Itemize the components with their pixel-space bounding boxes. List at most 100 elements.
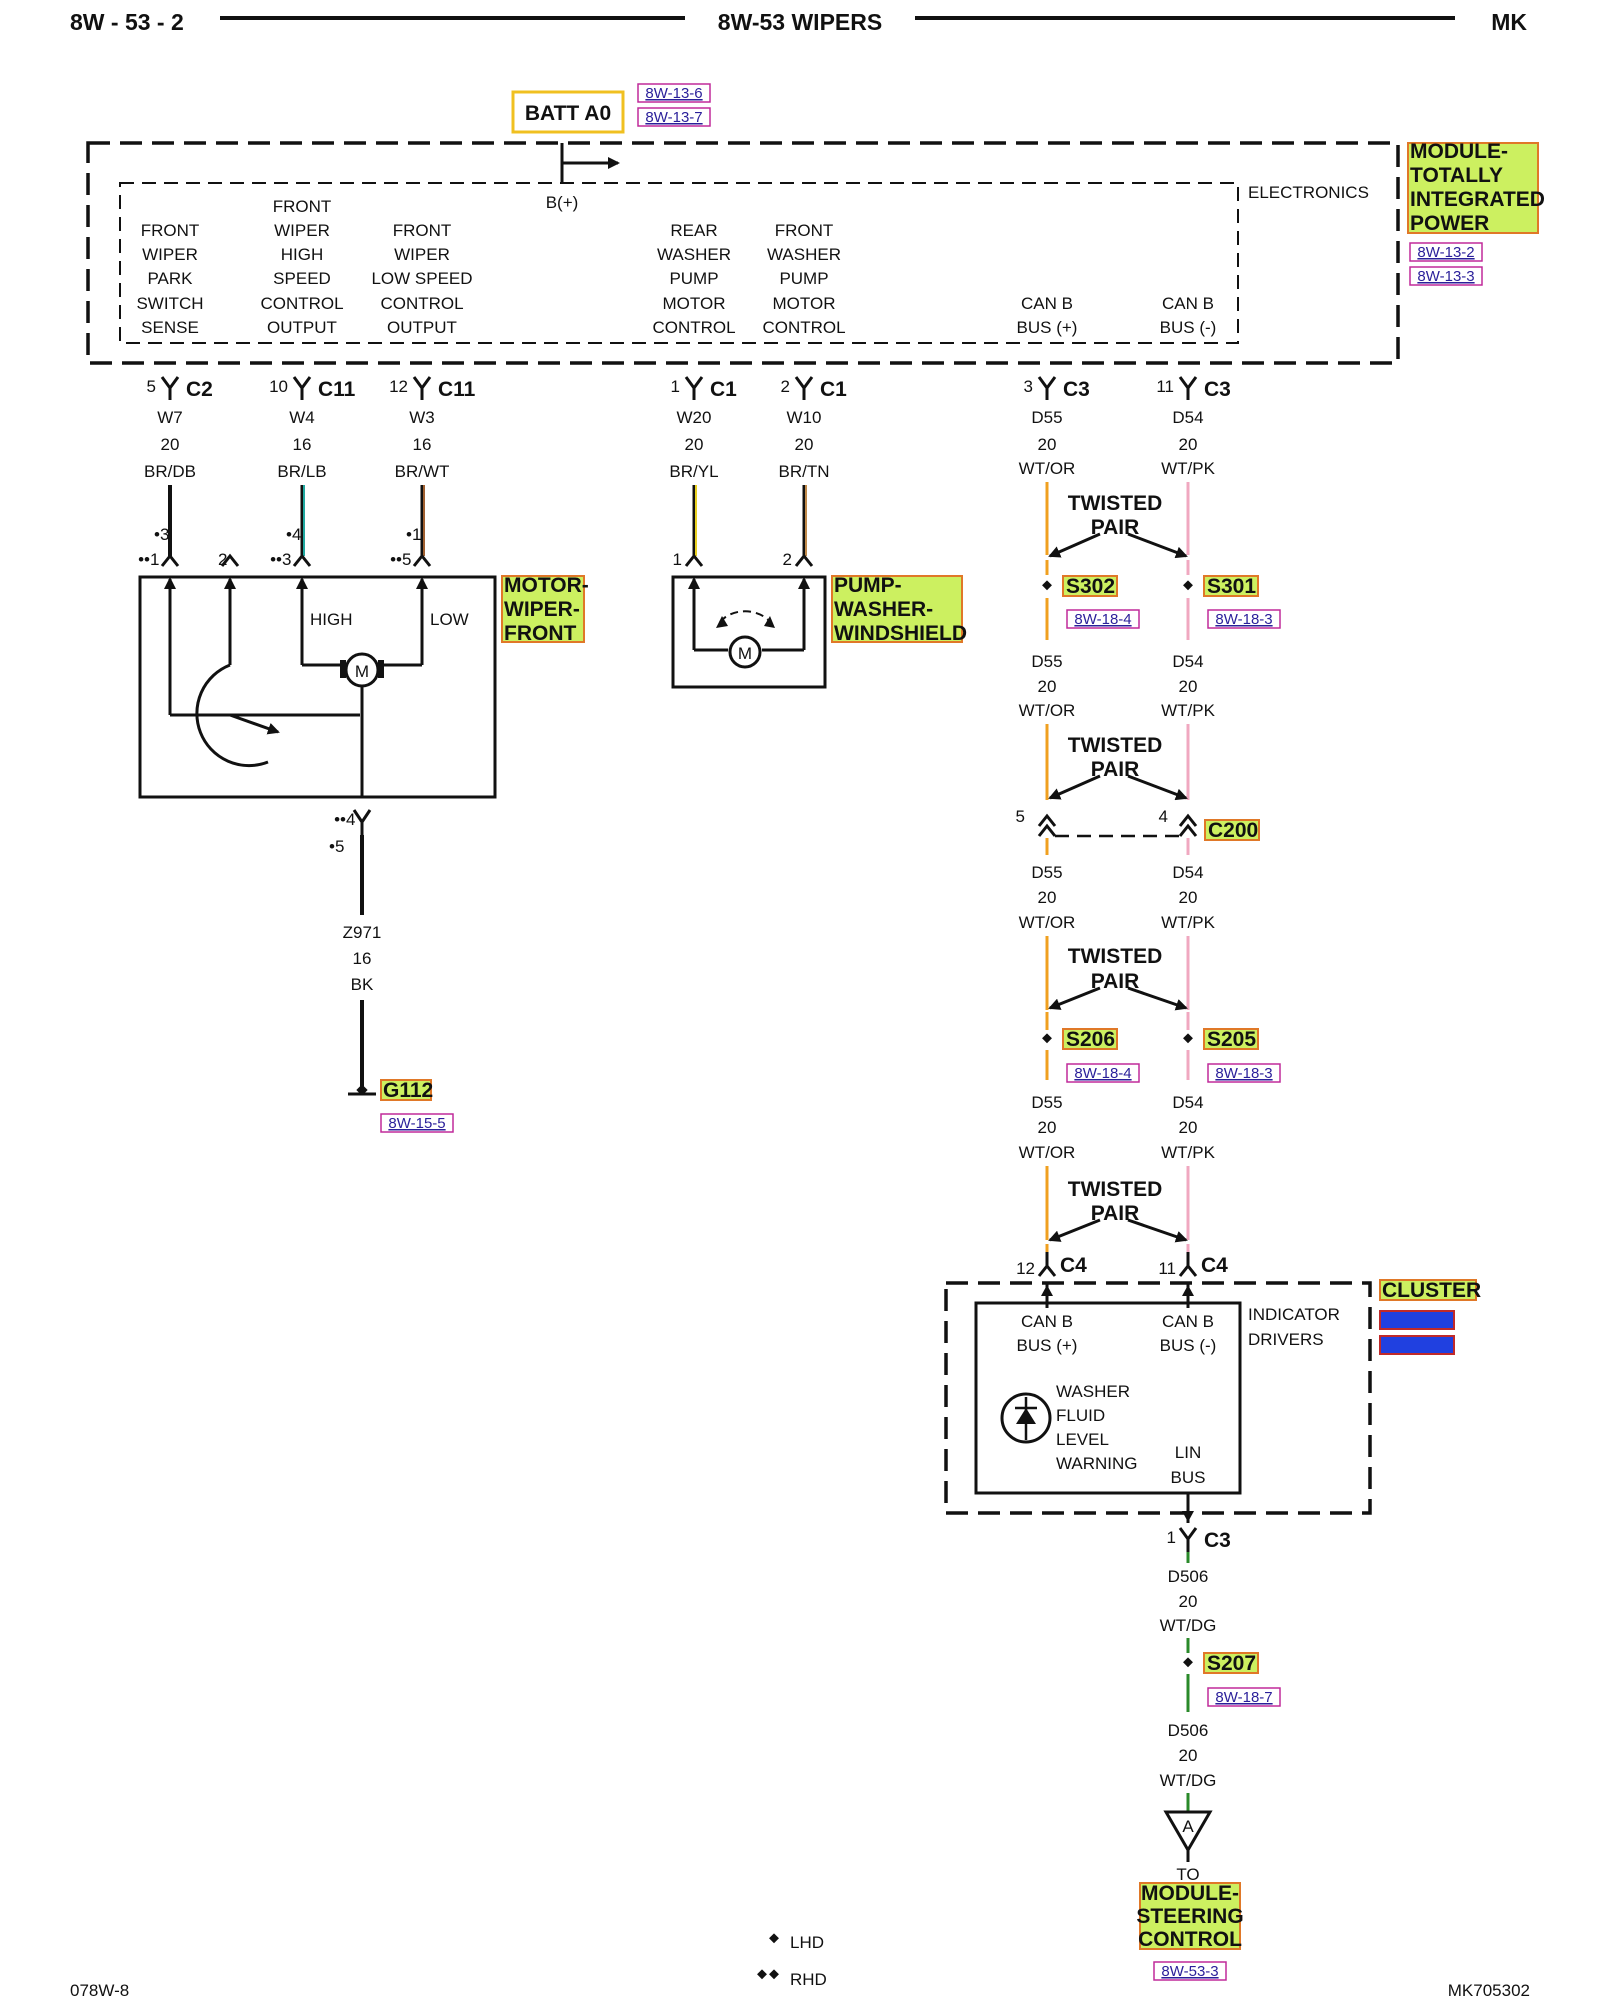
wire-color: WT/OR xyxy=(1019,459,1076,478)
func-label-line: SPEED xyxy=(273,269,331,288)
wire-color: BR/LB xyxy=(277,462,326,481)
splice-s301-ref-box[interactable] xyxy=(1207,609,1281,629)
ground-wire-color: BK xyxy=(351,975,374,994)
connector-c4-pin12[interactable]: 12 C4 xyxy=(1016,1244,1087,1278)
pin-number: 4 xyxy=(292,525,301,544)
cluster-indicator-line: INDICATOR xyxy=(1248,1305,1340,1324)
wire-gauge: 20 xyxy=(1179,677,1198,696)
batt-ref-box-1[interactable] xyxy=(637,83,711,103)
splice-s207-ref[interactable]: 8W-18-7 xyxy=(1215,1689,1272,1706)
wire-gauge: 20 xyxy=(1038,888,1057,907)
connector-c3-pin11[interactable]: 11 C3 xyxy=(1156,376,1231,401)
pin-number: 2 xyxy=(218,550,227,569)
destination-to: TO xyxy=(1176,1865,1199,1884)
lin-bus-line: LIN xyxy=(1175,1443,1201,1462)
connector-c11-pin12[interactable]: 12 C11 xyxy=(389,376,476,401)
destination-ref-box[interactable] xyxy=(1153,1961,1227,1981)
splice-s302-ref-box[interactable] xyxy=(1066,609,1140,629)
splice-s302-box xyxy=(1062,575,1118,597)
func-label-line: HIGH xyxy=(281,245,324,264)
splice-s302-ref[interactable]: 8W-18-4 xyxy=(1074,611,1131,628)
cluster-ref-bar-1[interactable] xyxy=(1379,1310,1455,1330)
cluster-canp-line: CAN B xyxy=(1021,1312,1073,1331)
pin-number: 3 xyxy=(160,525,169,544)
connector-label: C2 xyxy=(186,378,213,401)
motor-name-line-3: FRONT xyxy=(504,622,576,645)
washer-pump[interactable]: M xyxy=(671,575,827,689)
wire-color: WT/PK xyxy=(1161,459,1215,478)
func-label-line: WASHER xyxy=(657,245,731,264)
connector-c11-pin10[interactable]: 10 C11 xyxy=(269,376,356,401)
pin-dots: • xyxy=(286,525,292,544)
batt-ref-1[interactable]: 8W-13-6 xyxy=(645,85,702,102)
func-label-line: BUS (-) xyxy=(1160,318,1217,337)
cluster-electronics-box xyxy=(974,1301,1242,1495)
pin-dots: •• xyxy=(138,550,150,569)
func-label-line: WIPER xyxy=(274,221,330,240)
washer-warning-line: WASHER xyxy=(1056,1382,1130,1401)
legend-lhd: LHD xyxy=(790,1933,824,1952)
pump-name-label: PUMP- WASHER- WINDSHIELD xyxy=(831,574,967,645)
tipm-name-line-4: POWER xyxy=(1410,212,1489,235)
batt-ref-2[interactable]: 8W-13-7 xyxy=(645,109,702,126)
wire-gauge: 20 xyxy=(795,435,814,454)
splice-s301-ref[interactable]: 8W-18-3 xyxy=(1215,611,1272,628)
connector-c4-pin11[interactable]: 11 C4 xyxy=(1158,1244,1228,1278)
ground-pin-number: 5 xyxy=(335,837,344,856)
ground-pin-dots: •• xyxy=(334,810,346,829)
splice-s207-ref-box[interactable] xyxy=(1207,1687,1281,1707)
func-label-line: BUS (+) xyxy=(1017,318,1078,337)
splice-s205-ref-box[interactable] xyxy=(1207,1063,1281,1083)
destination-box xyxy=(1139,1882,1241,1950)
pin-number: 1 xyxy=(150,550,159,569)
ground-ref-box[interactable] xyxy=(380,1113,454,1133)
splice-s301-label: S301 xyxy=(1207,575,1256,598)
batt-ref-box-2[interactable] xyxy=(637,107,711,127)
destination-ref[interactable]: 8W-53-3 xyxy=(1161,1963,1218,1980)
func-label-line: CONTROL xyxy=(762,318,845,337)
wire-descriptors-top: W7 20 BR/DB W4 16 BR/LB W3 16 BR/WT W20 … xyxy=(144,408,1216,481)
wire-color: WT/PK xyxy=(1161,1143,1215,1162)
connector-c3-pin1[interactable]: 1 C3 xyxy=(1167,1527,1231,1552)
tipm-module-outline xyxy=(86,141,1400,365)
func-label-line: WIPER xyxy=(394,245,450,264)
tipm-ref-2[interactable]: 8W-13-3 xyxy=(1417,268,1474,285)
connector-c1-pin1[interactable]: 1 C1 xyxy=(671,376,738,401)
connector-c1-pin2[interactable]: 2 C1 xyxy=(781,376,848,401)
func-label-line: REAR xyxy=(670,221,717,240)
tipm-ref-box-2[interactable] xyxy=(1409,266,1483,286)
wire-gauge: 20 xyxy=(161,435,180,454)
tipm-ref-1[interactable]: 8W-13-2 xyxy=(1417,244,1474,261)
wire-gauge: 20 xyxy=(1038,677,1057,696)
splice-s205-label: S205 xyxy=(1207,1028,1256,1051)
splice-dot xyxy=(1042,1033,1052,1044)
c200-pin-right: 4 xyxy=(1159,807,1168,826)
pin-number: 5 xyxy=(402,550,411,569)
tipm-name-box xyxy=(1407,142,1539,234)
connector-c3-pin3[interactable]: 3 C3 xyxy=(1024,376,1090,401)
washer-warning-line: WARNING xyxy=(1056,1454,1138,1473)
splice-s206-label: S206 xyxy=(1066,1028,1115,1051)
wire-gauge: 20 xyxy=(1038,435,1057,454)
splice-s205-ref[interactable]: 8W-18-3 xyxy=(1215,1065,1272,1082)
wire-circuit: W4 xyxy=(289,408,315,427)
wiper-motor[interactable]: M HIGH LOW xyxy=(138,575,497,799)
splice-s206-ref[interactable]: 8W-18-4 xyxy=(1074,1065,1131,1082)
pin-number: 11 xyxy=(1158,1259,1176,1278)
cluster-ref-bar-2[interactable] xyxy=(1379,1335,1455,1355)
tipm-ref-box-1[interactable] xyxy=(1409,242,1483,262)
func-label-line: PUMP xyxy=(669,269,718,288)
splice-s206-ref-box[interactable] xyxy=(1066,1063,1140,1083)
offpage-arrow[interactable] xyxy=(1163,1810,1213,1853)
ground-ref[interactable]: 8W-15-5 xyxy=(388,1115,445,1132)
connector-c2-pin5[interactable]: 5 C2 xyxy=(147,376,213,401)
legend-rhd: RHD xyxy=(790,1970,827,1989)
instrument-cluster[interactable]: CAN B BUS (+) CAN B BUS (-) INDICATOR DR… xyxy=(944,1281,1372,1523)
connector-c200[interactable]: 5 4 C200 xyxy=(1016,807,1260,842)
output-low-speed: FRONT WIPER LOW SPEED CONTROL OUTPUT xyxy=(371,221,472,337)
footer-right: MK705302 xyxy=(1448,1981,1530,2000)
wire-circuit: W3 xyxy=(409,408,435,427)
wire-circuit: W7 xyxy=(157,408,183,427)
cluster-indicator-line: DRIVERS xyxy=(1248,1330,1324,1349)
